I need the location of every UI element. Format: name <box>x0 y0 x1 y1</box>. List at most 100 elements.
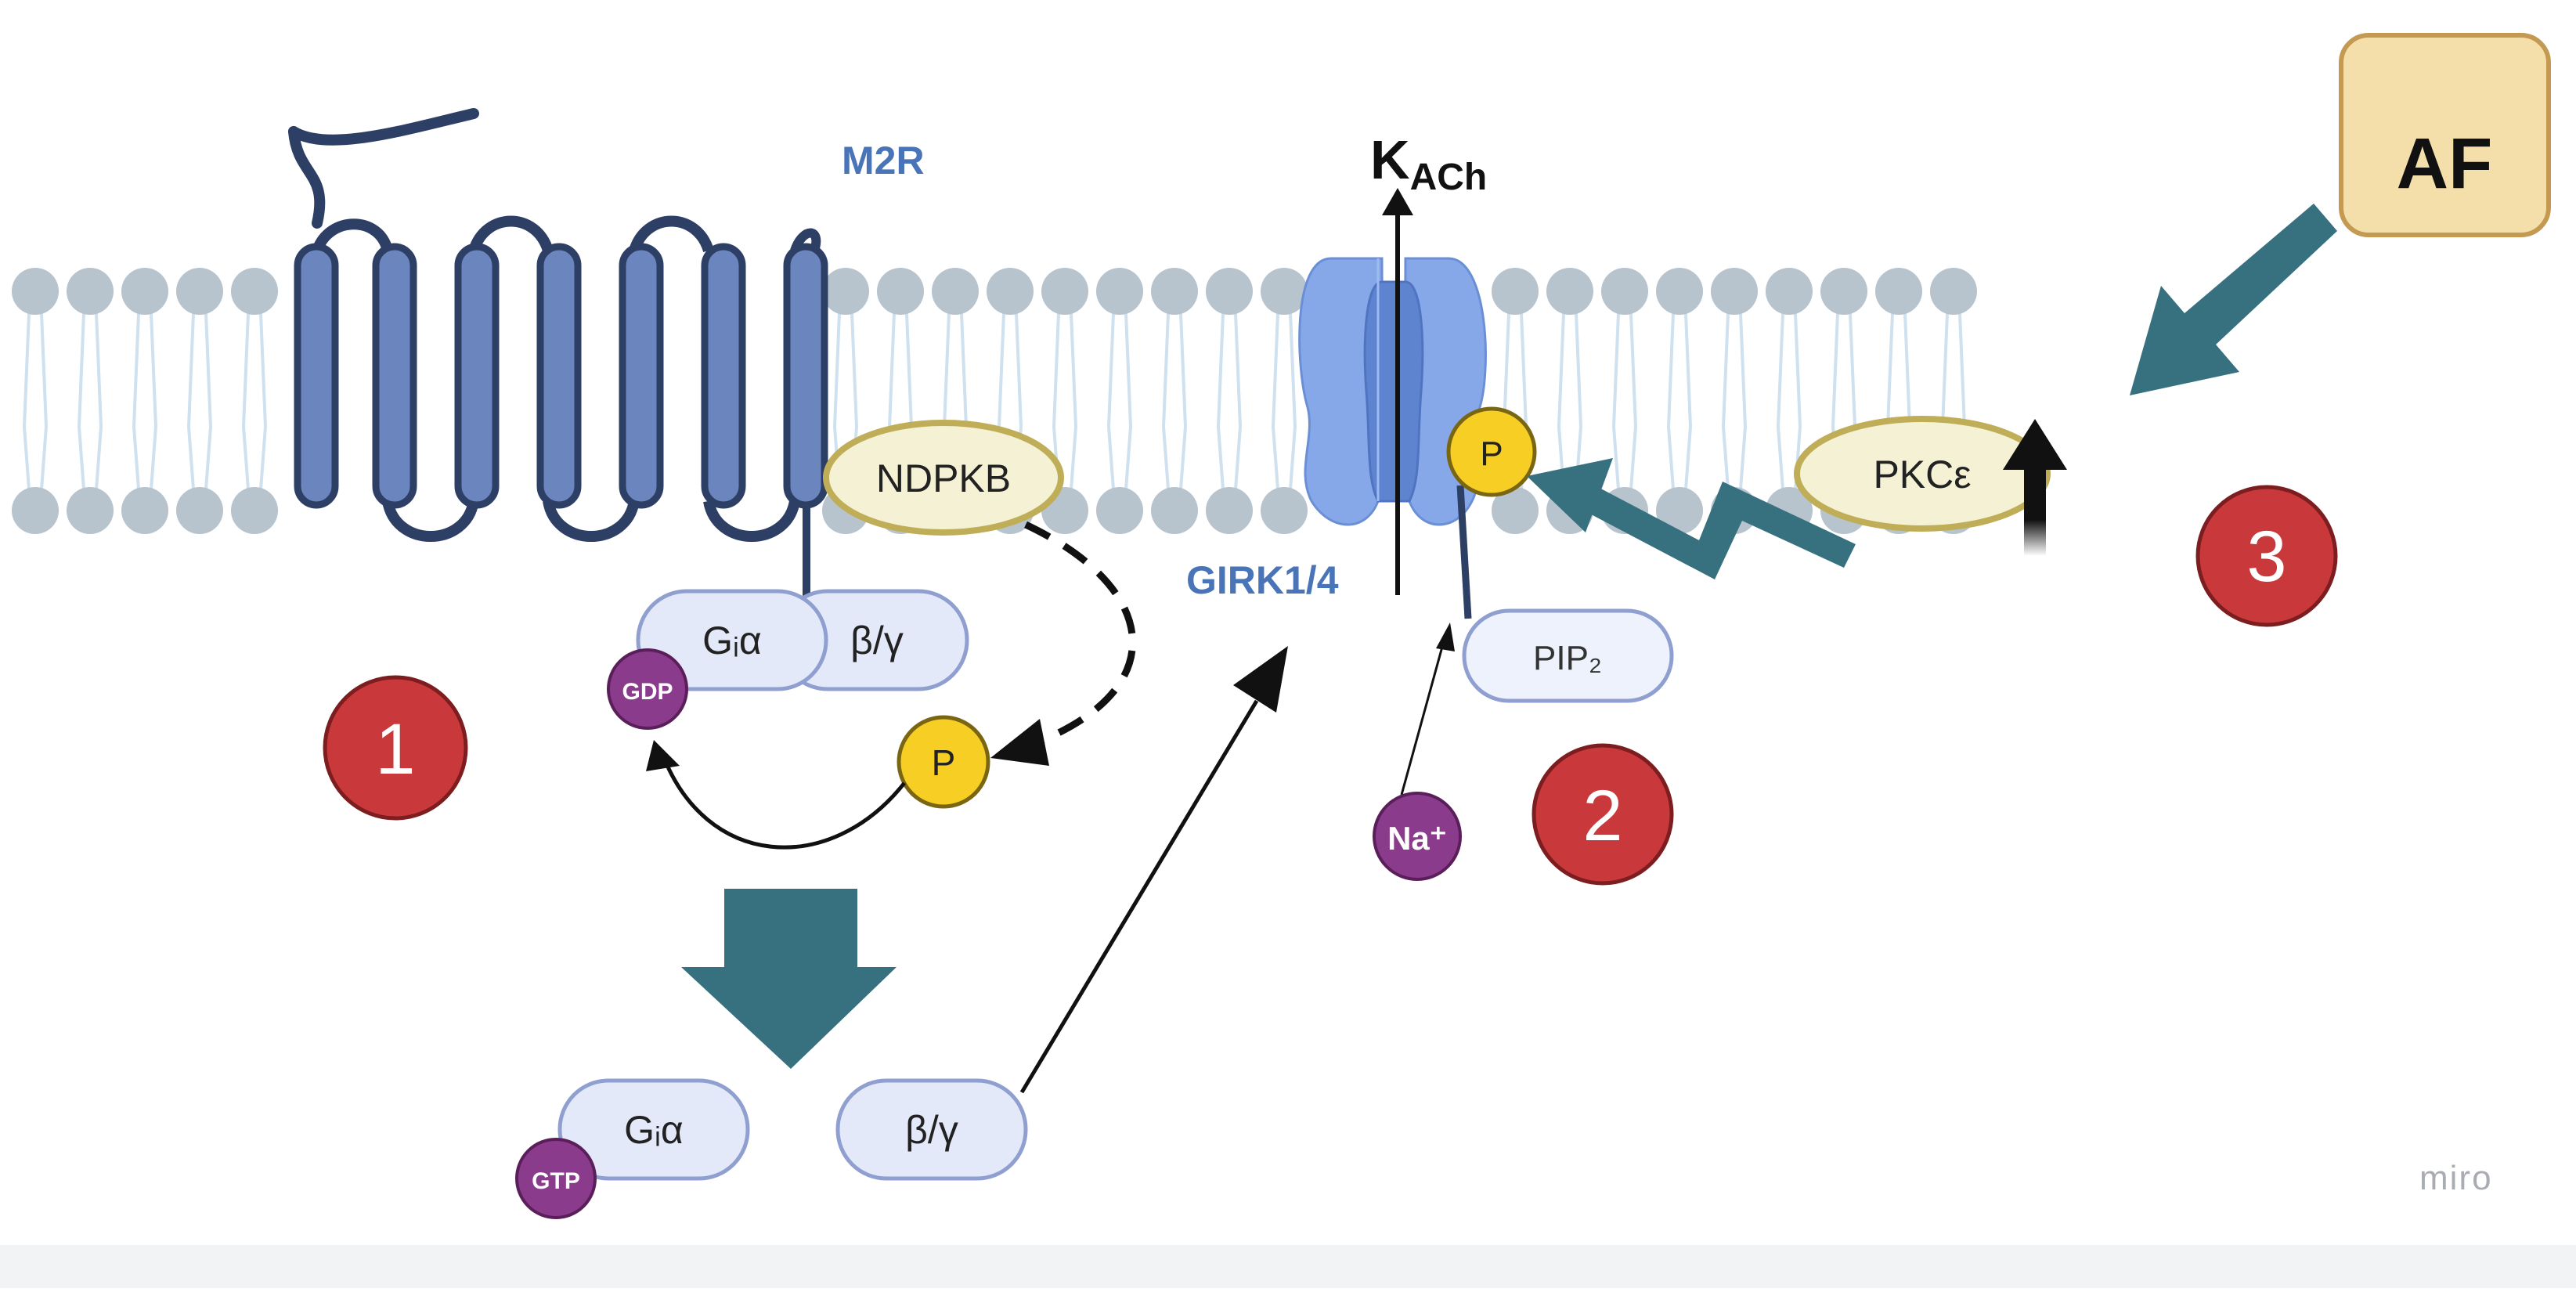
phosphate-channel-label: P <box>1480 435 1503 473</box>
up-arrowhead <box>2003 419 2067 470</box>
lipid-head <box>1041 268 1088 315</box>
na-label: Na⁺ <box>1387 820 1447 857</box>
lipid-tail <box>1777 312 1802 428</box>
lipid-tail <box>943 312 968 428</box>
step-badge-2 <box>1532 743 1674 886</box>
lipid-head <box>1601 268 1648 315</box>
lipid-head <box>932 268 979 315</box>
lipid-tail <box>888 312 913 428</box>
lipid-tail <box>1503 312 1528 428</box>
lipid-head <box>1261 487 1308 534</box>
footer-bar <box>0 1245 2576 1288</box>
lipid-tail <box>1272 426 1297 490</box>
lipid-tail <box>1612 312 1637 428</box>
af-arrow <box>2130 204 2337 395</box>
lipid-tail <box>1162 312 1187 428</box>
lipid-head <box>1206 268 1253 315</box>
lipid-head <box>176 268 223 315</box>
lipid-head <box>121 487 168 534</box>
af-box <box>2339 33 2551 237</box>
na-arrowhead <box>1436 623 1455 651</box>
lipid-tail <box>1557 312 1582 428</box>
up-arrow-shaft <box>2024 466 2046 556</box>
lipid-tail <box>1831 312 1856 428</box>
lipid-head <box>1492 268 1539 315</box>
lipid-head <box>877 268 924 315</box>
lipid-tail <box>1052 312 1077 428</box>
activation-arrowhead <box>1233 646 1288 713</box>
phosphate-left-label: P <box>932 742 956 783</box>
lipid-tail <box>242 426 267 490</box>
lipid-tail <box>132 426 157 490</box>
gtp-label: GTP <box>532 1168 580 1194</box>
gi-alpha-bottom <box>557 1078 750 1181</box>
lipid-head <box>1930 268 1977 315</box>
pkce-label: PKCε <box>1873 453 1971 496</box>
lipid-tail <box>23 426 48 490</box>
lipid-head <box>1492 487 1539 534</box>
na-circle <box>1373 792 1462 881</box>
lipid-tail <box>833 312 858 428</box>
lipid-tail <box>132 312 157 428</box>
kach-label: KACh <box>1370 129 1487 198</box>
lipid-head <box>67 268 114 315</box>
step-badge-1 <box>323 675 468 821</box>
lipid-head <box>1656 487 1703 534</box>
lipid-head <box>176 487 223 534</box>
ndpkb-oval <box>823 420 1064 536</box>
lipid-tail <box>1272 312 1297 428</box>
lipid-head <box>12 487 59 534</box>
curved-arrowhead <box>646 740 680 771</box>
lipid-tail <box>1612 426 1637 490</box>
na-arrow-line <box>1400 637 1446 796</box>
lipid-head <box>231 268 278 315</box>
gi-alpha-top <box>636 589 828 691</box>
lipid-tail <box>1217 312 1242 428</box>
lipid-tail <box>1162 426 1187 490</box>
step-2-label: 2 <box>1582 776 1622 856</box>
step-badge-3 <box>2195 485 2338 627</box>
beta-gamma-top-label: β/γ <box>850 619 904 662</box>
phosphate-channel <box>1446 406 1537 497</box>
m2r-receptor <box>288 108 828 619</box>
lipid-tail <box>1667 312 1692 428</box>
activation-arrow-line <box>1019 699 1259 1094</box>
lipid-tail <box>1217 426 1242 490</box>
zigzag-arrow-body <box>1566 478 1856 579</box>
beta-gamma-bottom-label: β/γ <box>905 1108 958 1152</box>
lipid-tail <box>187 312 212 428</box>
step-3-label: 3 <box>2246 517 2286 597</box>
lipid-tail <box>998 312 1023 428</box>
gi-alpha-bottom-label: Gᵢα <box>624 1108 684 1152</box>
girk-channel <box>1298 257 1487 526</box>
lipid-tail <box>23 312 48 428</box>
lipid-head <box>1711 268 1758 315</box>
gdp-label: GDP <box>622 679 673 705</box>
lipid-tail <box>78 426 103 490</box>
pkce-oval <box>1794 416 2051 532</box>
lipid-head <box>1151 268 1198 315</box>
step-1-label: 1 <box>375 709 415 789</box>
g-protein-complex-top: Gᵢα β/γ GDP <box>607 589 969 730</box>
lipid-head <box>1096 487 1143 534</box>
lipid-head <box>1820 268 1867 315</box>
lipid-head <box>1151 487 1198 534</box>
lipid-tail <box>1107 426 1132 490</box>
lipid-head <box>1261 268 1308 315</box>
m2r-label: M2R <box>842 139 925 182</box>
dashed-arrowhead <box>990 719 1049 766</box>
gtp-circle <box>515 1138 597 1219</box>
zigzag-arrowhead <box>1527 458 1613 532</box>
pip2-box <box>1462 608 1674 703</box>
lipid-tail <box>78 312 103 428</box>
phosphate-left <box>897 715 990 809</box>
curved-arrow-p-gdp <box>659 751 906 850</box>
gi-alpha-top-label: Gᵢα <box>702 619 762 662</box>
lipid-tail <box>1722 312 1747 428</box>
teal-down-arrow <box>681 889 897 1069</box>
dashed-arrow <box>1024 521 1136 748</box>
lipid-tail <box>1886 312 1911 428</box>
kach-main: K <box>1370 129 1410 190</box>
